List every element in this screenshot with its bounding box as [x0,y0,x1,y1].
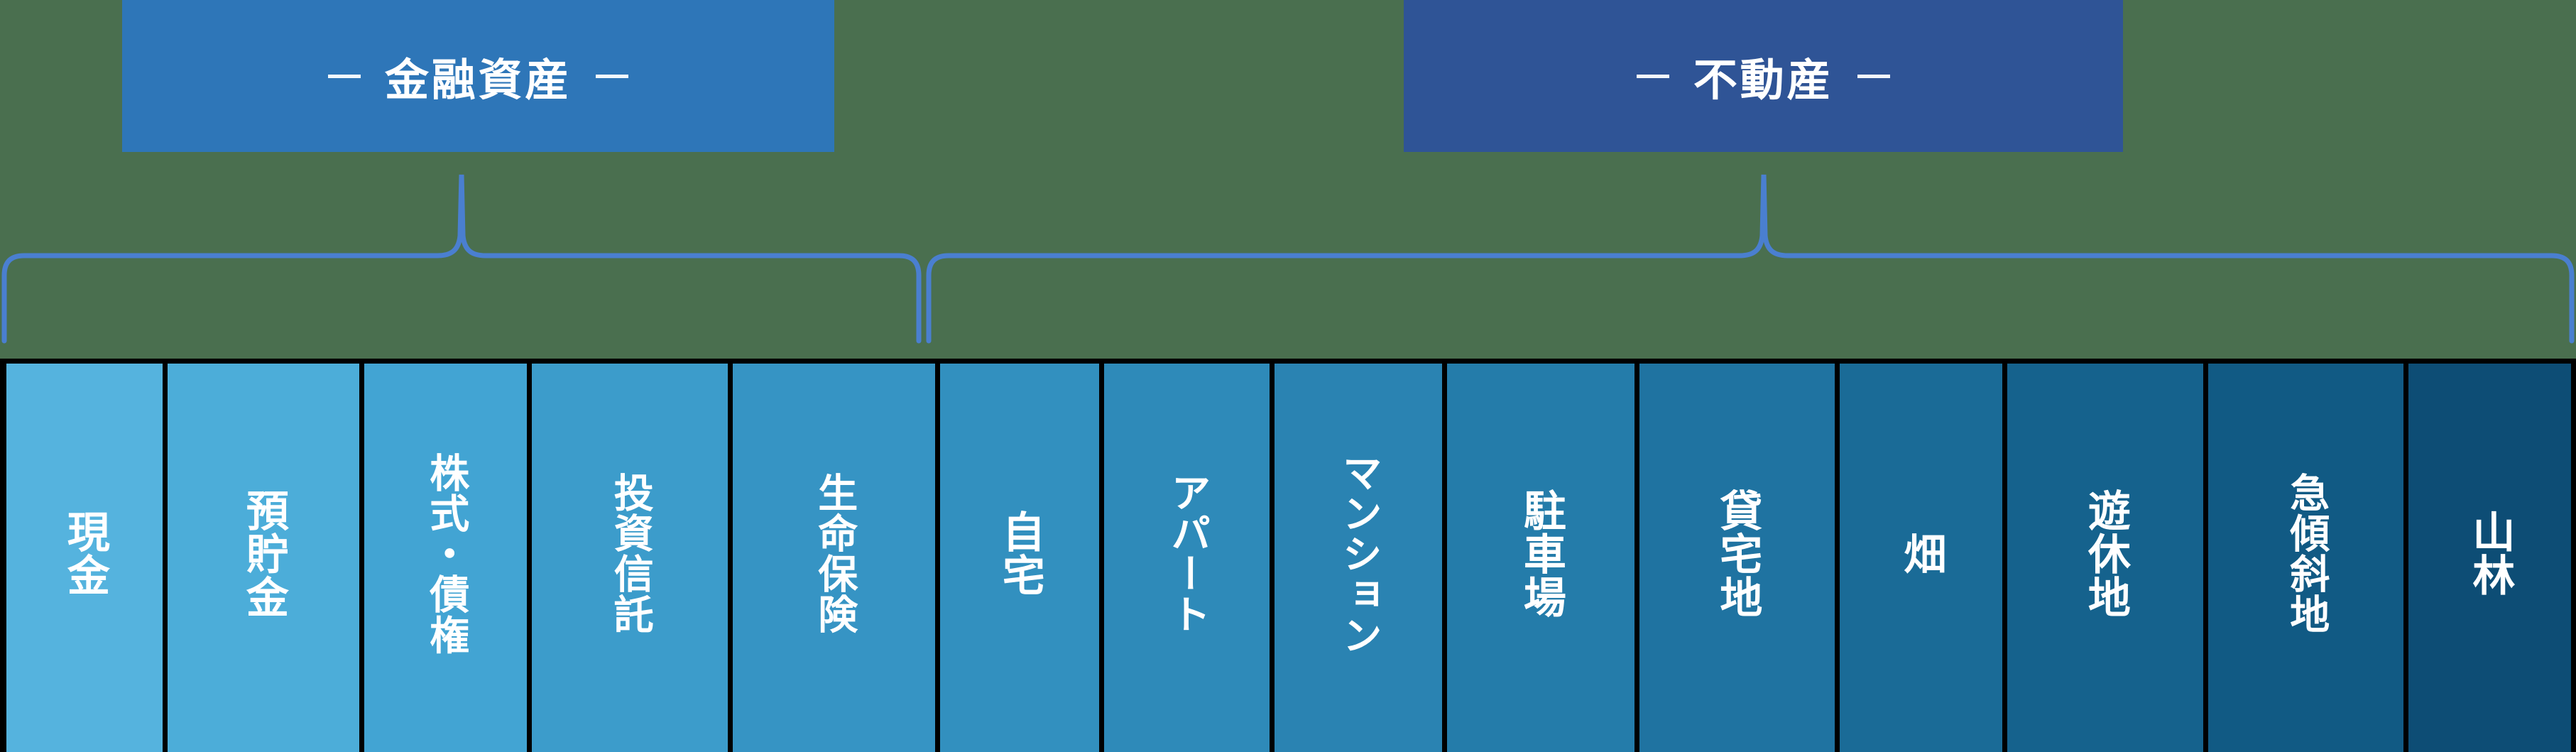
asset-cell-label: 現金 [60,510,110,597]
asset-cell[interactable]: 貸宅地 [1639,364,1835,752]
asset-cell-label: マンション [1336,452,1382,655]
asset-cell-label: 畑 [1896,531,1946,576]
category-box-real-estate: 不動産 [1404,0,2123,152]
brace-real-estate [926,174,2575,344]
dash-right-icon [595,74,628,78]
asset-cell-label: 貸宅地 [1712,488,1762,619]
dash-left-icon [1636,74,1669,78]
asset-cell[interactable]: 株式・債権 [364,364,527,752]
asset-cell[interactable]: 急傾斜地 [2208,364,2403,752]
asset-cell-label: 株式・債権 [422,452,469,655]
asset-cell[interactable]: 現金 [6,364,163,752]
asset-cell[interactable]: マンション [1275,364,1442,752]
asset-cell-label: 遊休地 [2080,488,2131,619]
category-label-real-estate: 不動産 [1693,54,1834,106]
asset-cell-label: 自宅 [995,510,1045,597]
asset-cell[interactable]: 駐車場 [1447,364,1634,752]
asset-cell[interactable]: 生命保険 [733,364,935,752]
asset-cell-label: 生命保険 [811,472,858,635]
asset-cell[interactable]: 山林 [2408,364,2571,752]
asset-cell-label: 投資信託 [607,472,654,635]
category-box-financial-assets: 金融資産 [122,0,834,152]
dash-right-icon [1857,74,1891,78]
asset-cell-label: 駐車場 [1516,488,1566,619]
asset-cell[interactable]: 投資信託 [532,364,728,752]
asset-cell-label: アパート [1164,472,1211,635]
asset-cell-label: 急傾斜地 [2283,472,2330,635]
asset-cell-label: 山林 [2465,510,2515,597]
brace-connectors [1,174,2575,344]
asset-cell[interactable]: 遊休地 [2007,364,2203,752]
brace-financial-assets [1,174,922,344]
asset-cell[interactable]: 畑 [1840,364,2002,752]
asset-cell[interactable]: 自宅 [940,364,1099,752]
asset-cell[interactable]: アパート [1104,364,1270,752]
category-label-financial-assets: 金融資産 [385,54,572,106]
asset-cell[interactable]: 預貯金 [168,364,359,752]
asset-cell-label: 預貯金 [239,488,289,619]
dash-left-icon [328,74,361,78]
asset-cell-row: 現金 預貯金 株式・債権 投資信託 生命保険 自宅 アパート マンション 駐車場 貸宅地 畑 遊休地 急… [0,359,2576,752]
